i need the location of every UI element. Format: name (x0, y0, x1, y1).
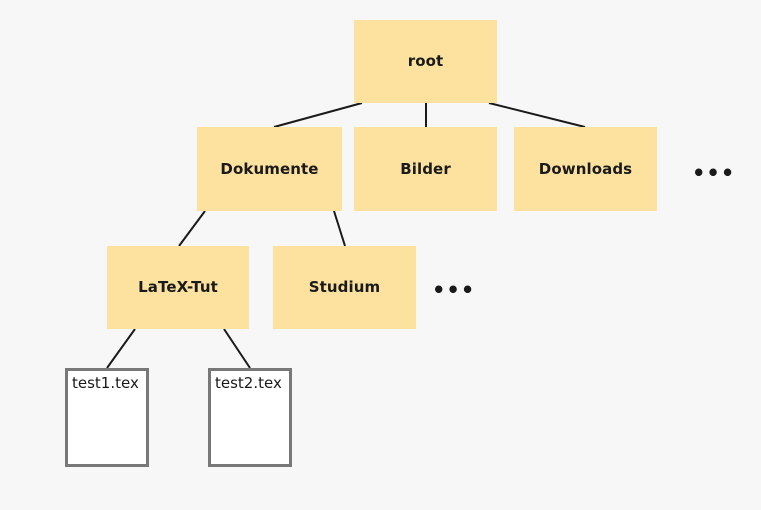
tree-edge-dokumente-to-studium (333, 210, 346, 247)
node-label: LaTeX-Tut (138, 278, 218, 296)
tree-edge-latextut-to-test1 (106, 328, 136, 369)
folder-node-root[interactable]: root (354, 20, 497, 103)
folder-node-bilder[interactable]: Bilder (354, 127, 497, 211)
node-label: Downloads (538, 159, 633, 178)
tree-edge-latextut-to-test2 (223, 328, 251, 369)
folder-node-latextut[interactable]: LaTeX-Tut (107, 246, 249, 329)
tree-edge-dokumente-to-latextut (178, 210, 206, 247)
file-node-test2[interactable]: test2.tex (208, 368, 292, 467)
node-label: Studium (308, 278, 381, 296)
folder-node-downloads[interactable]: Downloads (514, 127, 657, 211)
node-label: test1.tex (72, 374, 139, 392)
node-label: root (407, 52, 444, 70)
node-label: Dokumente (220, 159, 319, 178)
file-node-test1[interactable]: test1.tex (65, 368, 149, 467)
node-label: test2.tex (215, 374, 282, 392)
tree-edge-root-to-dokumente (273, 102, 363, 128)
folder-node-dokumente[interactable]: Dokumente (197, 127, 342, 211)
ellipsis-level1: ••• (692, 161, 736, 185)
ellipsis-level2: ••• (432, 278, 476, 302)
folder-node-studium[interactable]: Studium (273, 246, 416, 329)
node-label: Bilder (400, 159, 451, 178)
tree-edge-root-to-downloads (488, 102, 586, 128)
